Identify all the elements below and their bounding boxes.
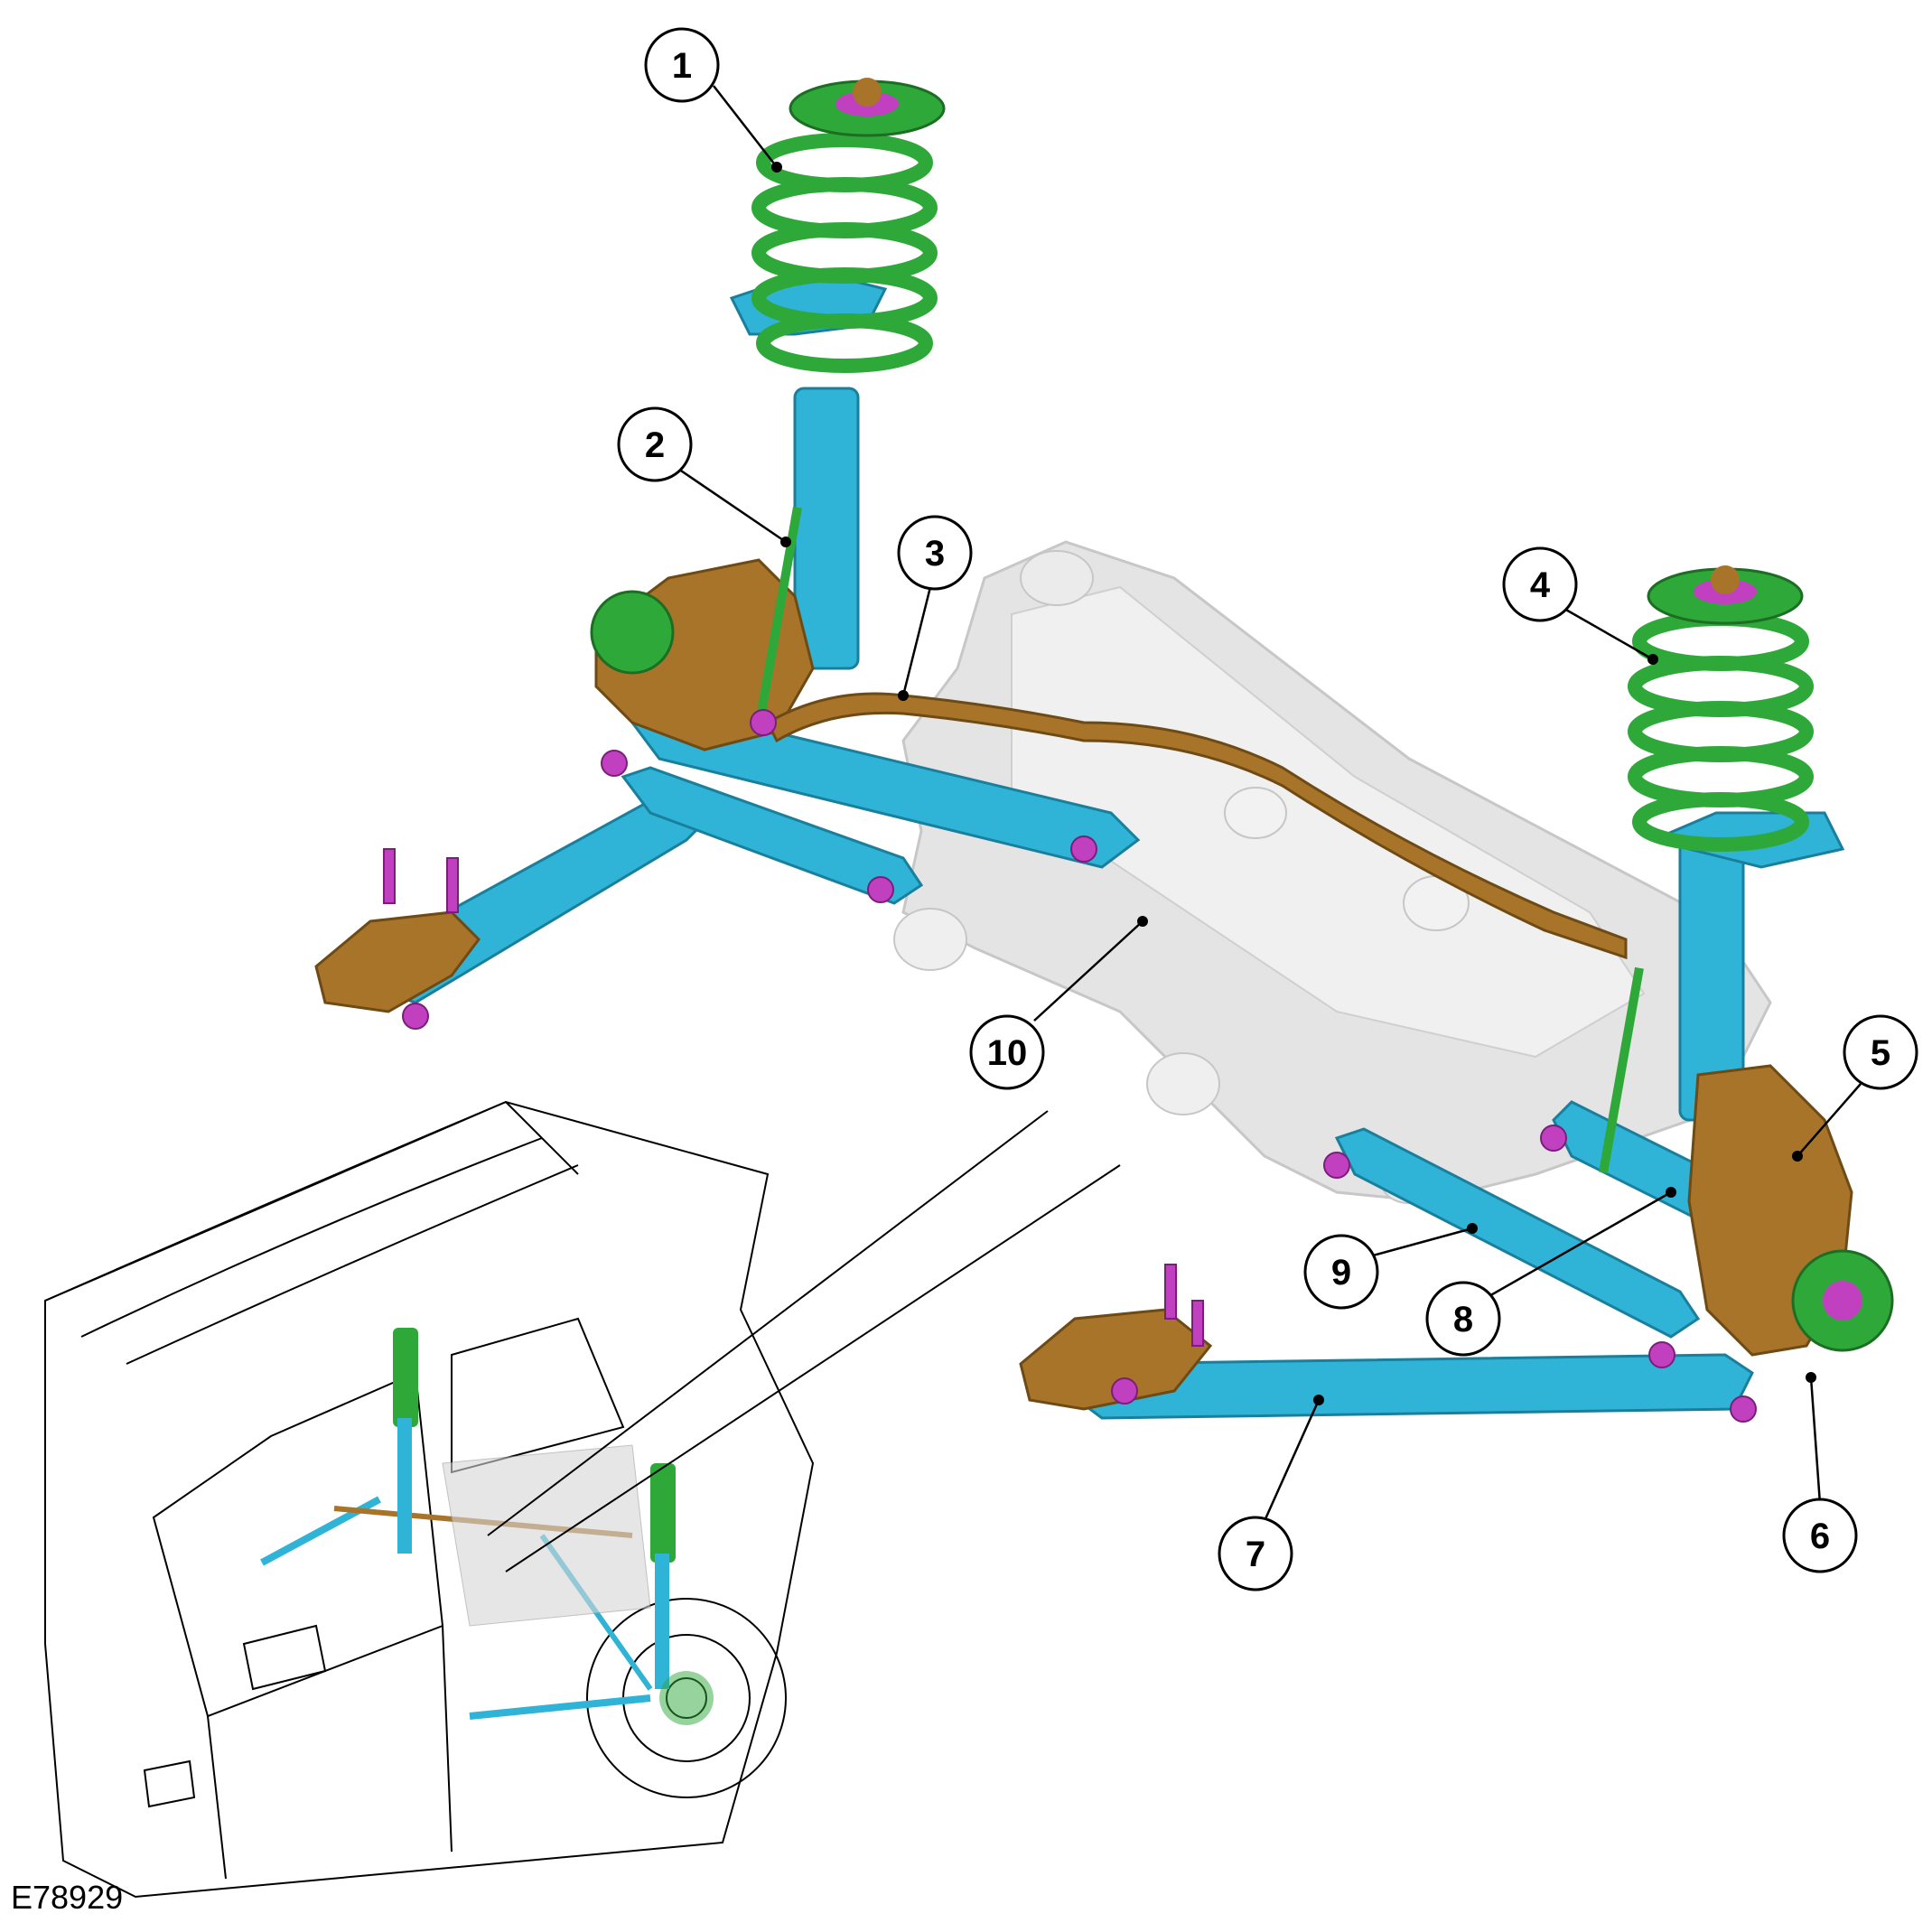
callout-10-label: 10: [987, 1033, 1028, 1073]
callout-7-circle: [1218, 1516, 1293, 1591]
callout-1-label: 1: [672, 46, 692, 86]
callout-8-label: 8: [1453, 1300, 1473, 1339]
callout-3-circle: [897, 515, 973, 591]
callouts: [617, 27, 1918, 1591]
fasteners: [383, 709, 1757, 1423]
callout-9-label: 9: [1331, 1253, 1351, 1293]
suspension-arms: [359, 269, 1845, 1420]
leader-lines: [672, 85, 1862, 1532]
callout-1-circle: [644, 27, 720, 103]
callout-5-label: 5: [1871, 1033, 1890, 1073]
callout-5-circle: [1843, 1014, 1918, 1090]
callout-2-circle: [617, 406, 693, 482]
callout-3-label: 3: [925, 534, 945, 574]
vehicle-outline: [44, 1100, 815, 1899]
callout-7-label: 7: [1246, 1535, 1265, 1574]
callout-4-label: 4: [1530, 565, 1551, 605]
spring-tops: [590, 78, 1894, 1352]
vehicle-inset-suspension: [260, 1328, 714, 1725]
figure-reference-code: E78929: [11, 1879, 124, 1916]
callout-2-label: 2: [645, 425, 665, 465]
callout-9-circle: [1303, 1234, 1379, 1310]
springs-and-hubs: [751, 133, 1814, 852]
callout-4-circle: [1502, 546, 1578, 622]
leader-dots: [771, 162, 1816, 1405]
subframe: [893, 540, 1772, 1204]
callout-8-circle: [1425, 1281, 1501, 1357]
callout-10-circle: [969, 1014, 1045, 1090]
zoom-guide-lines: [487, 1110, 1121, 1573]
callout-6-label: 6: [1810, 1517, 1830, 1556]
callout-labels: 1 2 3 4 5 6 7 8 9 10: [645, 46, 1890, 1574]
callout-6-circle: [1782, 1498, 1858, 1573]
